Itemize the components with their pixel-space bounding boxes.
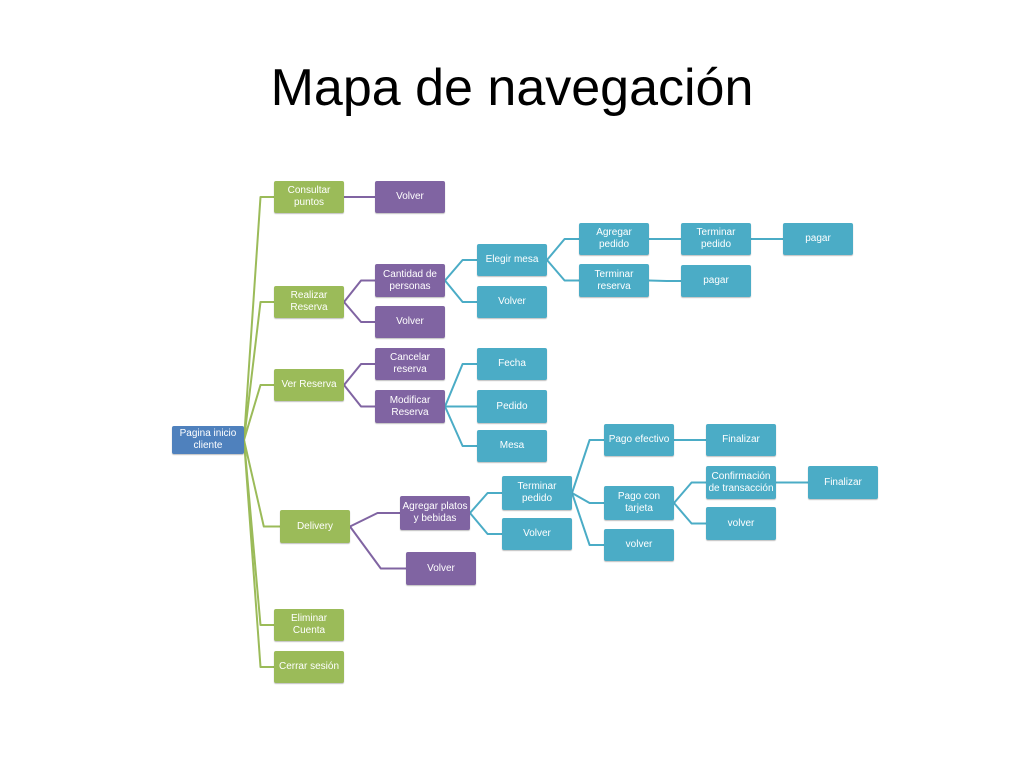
page-title: Mapa de navegación [270,59,754,117]
node-volver-tarjeta: volver [706,507,776,540]
connector-root-to-consultar [243,196,274,441]
node-finalizar-tarjeta: Finalizar [808,466,878,499]
node-cerrar-sesion: Cerrar sesión [274,651,344,683]
connector-terminar-delivery-to-pago-tarjeta [571,492,604,504]
node-pagina-inicio-cliente: Pagina inicio cliente [172,426,244,454]
node-terminar-reserva: Terminar reserva [579,264,649,297]
connector-pago-tarjeta-to-confirmacion [673,481,706,504]
node-ver-reserva: Ver Reserva [274,369,344,401]
connector-root-to-ver [243,384,274,441]
connector-root-to-cerrar [243,439,274,668]
connector-root-to-realizar [243,301,274,441]
node-cantidad-personas: Cantidad de personas [375,264,445,297]
node-modificar-reserva: Modificar Reserva [375,390,445,423]
node-mesa: Mesa [477,430,547,462]
connector-cantidad-to-elegir [444,259,477,282]
node-pagar-reserva: pagar [681,265,751,297]
node-agregar-pedido: Agregar pedido [579,223,649,255]
connector-delivery-to-volver-delivery [349,525,406,570]
connector-modificar-to-fecha [444,363,477,407]
connector-ver-to-modificar [343,384,375,408]
connector-delivery-to-agregar-platos [349,512,400,528]
node-pago-efectivo: Pago efectivo [604,424,674,456]
connector-root-to-eliminar [243,439,274,626]
node-volver-pago: volver [604,529,674,561]
node-volver-puntos: Volver [375,181,445,213]
node-eliminar-cuenta: Eliminar Cuenta [274,609,344,641]
connector-modificar-to-mesa [444,406,477,447]
node-finalizar-efectivo: Finalizar [706,424,776,456]
connector-agregar-platos-to-terminar-delivery [469,492,502,514]
node-confirmacion-transaccion: Confirmación de transacción [706,466,776,499]
connector-ver-to-cancelar [343,363,375,386]
connector-pago-tarjeta-to-volver-tarjeta [673,502,706,525]
node-realizar-reserva: Realizar Reserva [274,286,344,318]
connector-elegir-to-terminar-reserva [546,259,579,282]
node-delivery: Delivery [280,510,350,543]
node-agregar-platos-bebidas: Agregar platos y bebidas [400,496,470,530]
node-volver-elegir-mesa: Volver [477,286,547,318]
connector-cantidad-to-volver-elegir [444,279,477,303]
node-cancelar-reserva: Cancelar reserva [375,348,445,380]
connector-terminar-delivery-to-volver-pago [571,492,604,546]
node-pagar-pedido: pagar [783,223,853,255]
node-volver-platos: Volver [502,518,572,550]
connector-realizar-to-volver-reserva [343,301,375,323]
node-pago-tarjeta: Pago con tarjeta [604,486,674,520]
node-consultar-puntos: Consultar puntos [274,181,344,213]
connector-realizar-to-cantidad [343,279,375,303]
connector-elegir-to-agregar-pedido [546,238,579,261]
connector-root-to-delivery [243,439,280,528]
node-elegir-mesa: Elegir mesa [477,244,547,276]
connector-terminar-delivery-to-pago-efectivo [571,439,604,494]
node-terminar-pedido-delivery: Terminar pedido [502,476,572,510]
node-pedido: Pedido [477,390,547,423]
node-volver-delivery: Volver [406,552,476,585]
node-volver-reserva: Volver [375,306,445,338]
connector-terminar-reserva-to-pagar-2 [648,279,681,282]
node-fecha: Fecha [477,348,547,380]
connector-agregar-platos-to-volver-platos [469,512,502,535]
node-terminar-pedido-reserva: Terminar pedido [681,223,751,255]
